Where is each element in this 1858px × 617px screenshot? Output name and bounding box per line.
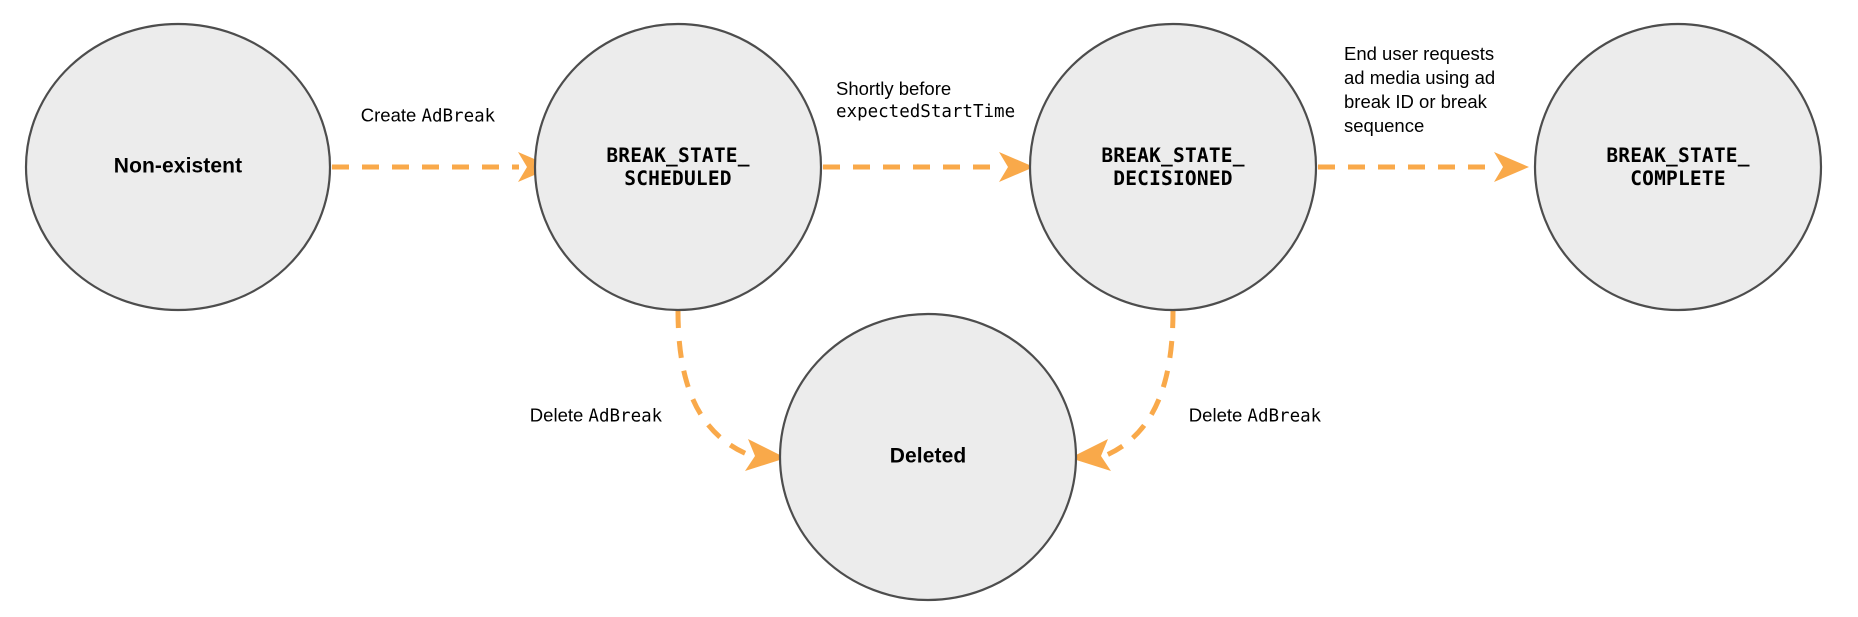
edge-delete-from-decisioned [1070,310,1176,471]
node-non-existent[interactable] [24,22,332,312]
edge-line [1101,310,1176,460]
arrow-head-icon [1070,439,1111,471]
edge-delete-from-scheduled [675,310,786,471]
node-break-state-scheduled[interactable] [533,22,823,312]
edge-line [675,310,755,460]
arrow-head-icon [1494,152,1529,182]
arrow-head-icon [745,439,786,471]
node-break-state-complete[interactable] [1533,22,1823,312]
edge-shortly-before [823,152,1034,182]
edge-create-adbreak [332,152,553,182]
edge-end-user-requests [1318,152,1529,182]
node-deleted[interactable] [778,312,1078,602]
node-break-state-decisioned[interactable] [1028,22,1318,312]
arrow-head-icon [999,152,1034,182]
